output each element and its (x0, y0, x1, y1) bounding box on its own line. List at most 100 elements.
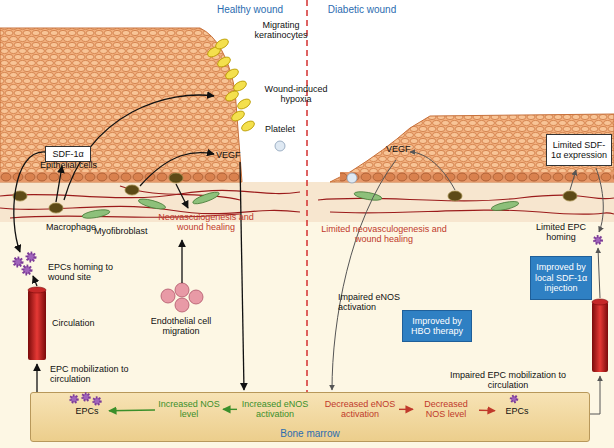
box-text: EPCs (67, 406, 107, 416)
box-text: EPCs (497, 406, 537, 416)
cell-label: EPCs (67, 406, 107, 416)
box-text: Improved by local SDF-1α injection (533, 262, 589, 293)
keratinocyte (236, 97, 252, 111)
epc-cell (14, 258, 22, 266)
endothelial-cell (189, 290, 203, 304)
signal-arrow (33, 276, 37, 286)
keratinocyte (206, 37, 256, 133)
box-text: Limited SDF-1α expression (549, 140, 609, 161)
factor-label: VEGF (216, 150, 250, 160)
bone-marrow-band: Bone marrow EPCs Increased NOS level Increa… (30, 392, 590, 442)
signal-arrow (181, 240, 182, 283)
flow-arrow (223, 409, 237, 410)
signal-arrow (36, 364, 37, 394)
macrophage (125, 185, 139, 195)
epc-cell (94, 398, 101, 405)
impaired-arrow (596, 168, 603, 232)
impaired-arrow (332, 152, 603, 414)
endothelial-cell (161, 289, 175, 303)
box-text: Improved by HBO therapy (405, 316, 469, 337)
blood-vessels (330, 210, 614, 214)
endothelial-cell (175, 298, 189, 312)
circulation-vessel (592, 302, 608, 372)
blood-vessels (0, 190, 300, 197)
therapy-box: Improved by HBO therapy (402, 310, 472, 342)
macrophage (169, 173, 183, 183)
keratinocyte (230, 109, 246, 123)
epc-cell (71, 396, 78, 403)
endothelial-cell (161, 283, 203, 312)
signal-arrow (140, 153, 214, 186)
outcome-label: Limited neovasculogenesis and wound heal… (314, 224, 454, 245)
process-label: Impaired eNOS activation (338, 292, 402, 313)
cell-label: EPCs (497, 406, 537, 416)
box-text: Decreased NOS level (415, 399, 477, 420)
keratinocyte (214, 37, 230, 51)
macrophage (13, 173, 577, 213)
process-label: EPCs homing to wound site (48, 262, 120, 283)
box-text: Increased eNOS activation (239, 399, 311, 420)
cell-label: Migrating keratinocytes (246, 20, 316, 41)
endothelial-cell (175, 283, 189, 297)
epc-cell (27, 253, 35, 261)
process-label: Increased eNOS activation (239, 399, 311, 420)
flow-arrow (479, 409, 495, 411)
epidermis (330, 114, 614, 182)
impaired-arrow (332, 160, 396, 390)
myofibroblast (491, 200, 520, 213)
factor-box: SDF-1α (45, 146, 91, 162)
keratinocyte (224, 67, 240, 81)
circulation-vessel (592, 299, 608, 305)
myofibroblast (82, 208, 111, 220)
platelet (275, 141, 357, 183)
impaired-arrow (570, 170, 576, 190)
process-label: Impaired EPC mobilization to circulation (440, 370, 576, 391)
cell-label: Myofibroblast (94, 226, 164, 236)
myofibroblast (138, 197, 167, 211)
epc-cell (23, 266, 31, 274)
divider-line (306, 0, 308, 392)
platelet (275, 141, 285, 151)
section-heading: Healthy wound (200, 4, 300, 16)
epc-cell (83, 394, 90, 401)
myofibroblast (192, 190, 221, 206)
circulation-vessel (28, 287, 46, 293)
process-label: Decreased eNOS activation (323, 399, 397, 420)
myofibroblast (82, 190, 520, 220)
factor-label: VEGF (386, 144, 420, 154)
box-text: SDF-1α (52, 149, 83, 159)
circulation-vessel (28, 290, 46, 360)
circulation-vessel (28, 287, 608, 372)
epidermis (0, 172, 240, 182)
therapy-box: Improved by local SDF-1α injection (530, 256, 592, 300)
flow-arrow (399, 409, 413, 410)
process-label: Increased NOS level (157, 399, 221, 420)
section-heading: Diabetic wound (312, 4, 412, 16)
band-title: Bone marrow (31, 428, 589, 440)
process-label: Decreased NOS level (415, 399, 477, 420)
process-label: EPC mobilization to circulation (50, 364, 140, 385)
box-text: Increased NOS level (157, 399, 221, 420)
outcome-label: Neovasculogenesis and wound healing (156, 212, 256, 233)
platelet (347, 173, 357, 183)
box-text: Decreased eNOS activation (323, 399, 397, 420)
signal-arrow (240, 162, 244, 390)
keratinocyte (216, 55, 232, 69)
signal-arrow (176, 184, 188, 208)
signal-arrow (56, 166, 62, 202)
epc-cell (595, 237, 602, 244)
impaired-arrow (598, 248, 600, 298)
divider-line (307, 0, 308, 392)
macrophage (448, 191, 462, 201)
cell-label: Platelet (255, 124, 305, 134)
keratinocyte (224, 89, 240, 103)
epc-cell (511, 396, 517, 402)
flow-arrow (109, 409, 155, 411)
macrophage (563, 191, 577, 201)
signal-arrow (14, 95, 244, 394)
epidermis (0, 28, 242, 182)
macrophage (49, 203, 63, 213)
